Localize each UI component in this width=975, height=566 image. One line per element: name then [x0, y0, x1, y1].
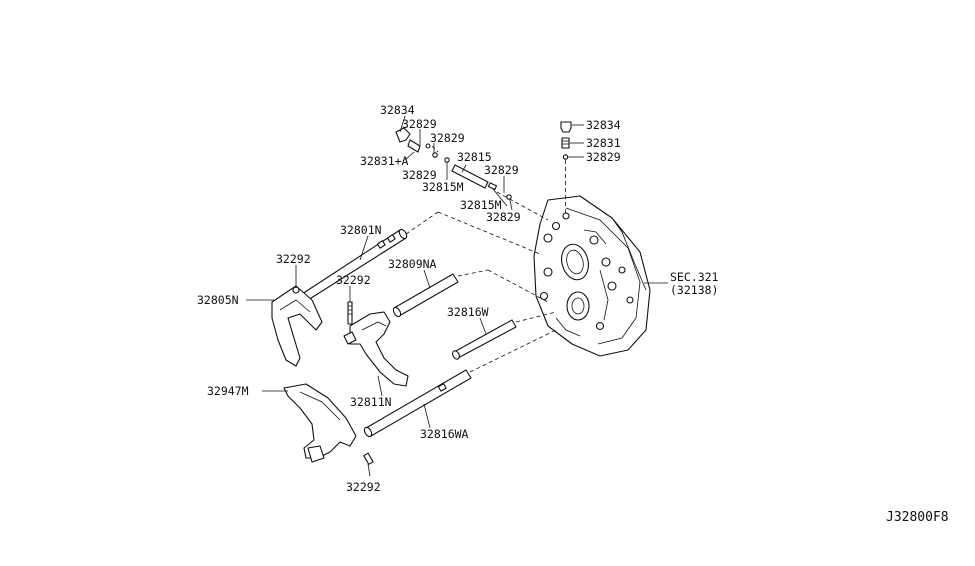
leader-lines — [246, 115, 668, 477]
label-32829-a: 32829 — [402, 117, 437, 131]
label-32815m-b: 32815M — [460, 198, 502, 212]
label-32834-left: 32834 — [380, 103, 415, 117]
label-32947m: 32947M — [207, 384, 249, 398]
label-32815: 32815 — [457, 150, 492, 164]
label-32816wa: 32816WA — [420, 427, 469, 441]
label-32829-e: 32829 — [486, 210, 521, 224]
transmission-case — [533, 195, 651, 357]
label-32834-right: 32834 — [586, 118, 621, 132]
label-32801n: 32801N — [340, 223, 382, 237]
label-32829-d: 32829 — [484, 163, 519, 177]
label-32816w: 32816W — [447, 305, 489, 319]
shift-rod-32801n — [301, 211, 541, 301]
label-32829-f: 32829 — [586, 150, 621, 164]
label-32831a: 32831+A — [360, 154, 409, 168]
label-32811n: 32811N — [350, 395, 392, 409]
label-32805n: 32805N — [197, 293, 239, 307]
part-labels: 32834 32829 32829 32831+A 32815 32829 32… — [197, 103, 719, 494]
label-sec-32138: (32138) — [670, 283, 718, 297]
label-32815m-a: 32815M — [422, 180, 464, 194]
shift-rod-32816w — [452, 311, 557, 360]
label-32831: 32831 — [586, 136, 621, 150]
label-32292-b: 32292 — [336, 273, 371, 287]
label-32292-c: 32292 — [346, 480, 381, 494]
label-32829-c: 32829 — [402, 168, 437, 182]
detent-stack-right — [560, 121, 572, 215]
shift-rod-32809na — [392, 269, 549, 318]
shift-rod-32816wa — [363, 329, 557, 438]
shift-fork-32811n — [343, 301, 409, 387]
shift-fork-32805n — [271, 285, 323, 367]
shift-fork-32947m — [283, 383, 374, 465]
label-32292-a: 32292 — [276, 252, 311, 266]
label-sec-321: SEC.321 — [670, 270, 719, 284]
label-32829-b: 32829 — [430, 131, 465, 145]
label-32809na: 32809NA — [388, 257, 437, 271]
detent-stack-left — [395, 127, 549, 221]
diagram-code: J32800F8 — [886, 510, 949, 525]
